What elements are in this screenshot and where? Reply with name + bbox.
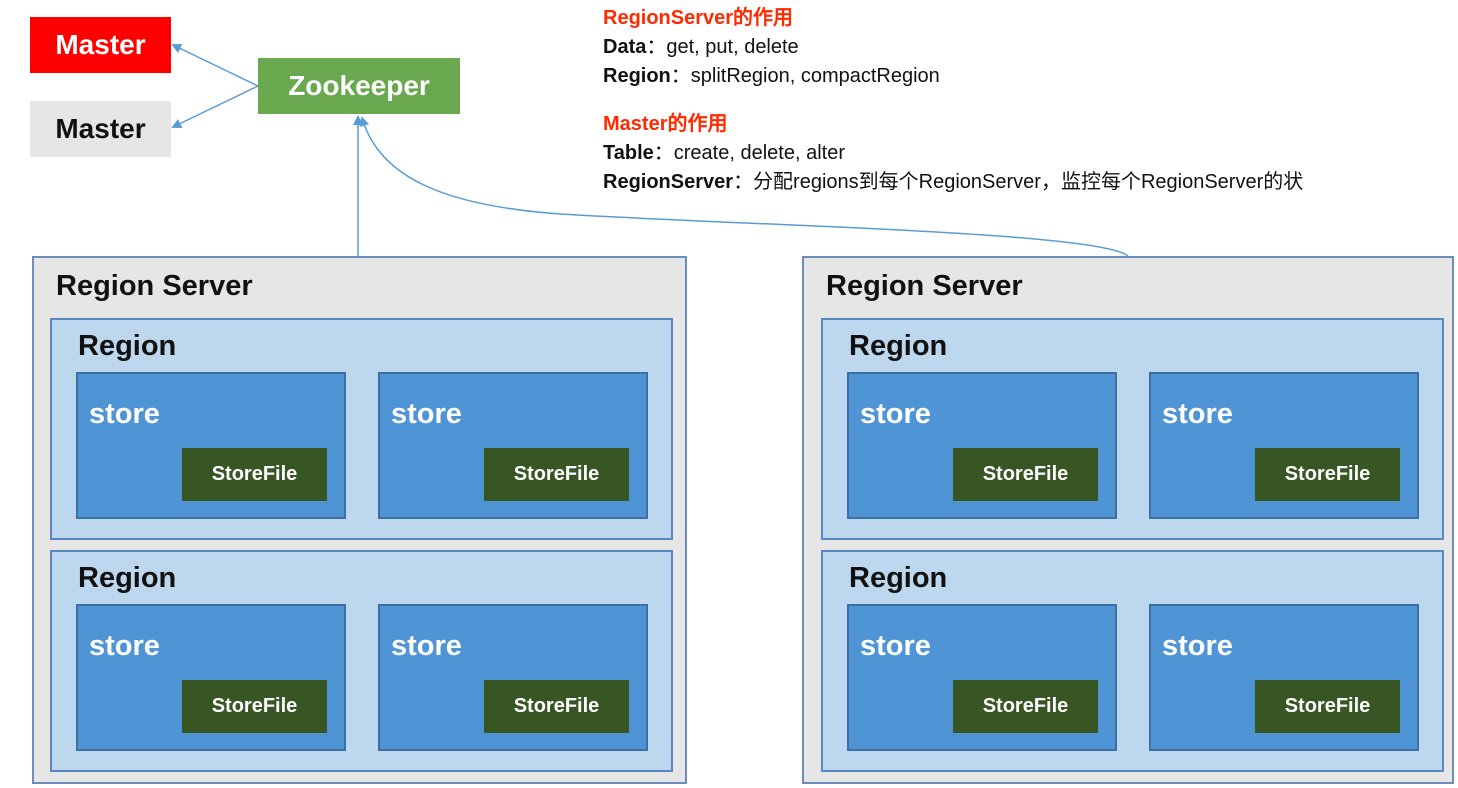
region-box: Region store StoreFile store StoreFile xyxy=(821,550,1444,772)
region-box: Region store StoreFile store StoreFile xyxy=(50,550,673,772)
storefile-box: StoreFile xyxy=(182,448,327,501)
store-title: store xyxy=(391,630,462,662)
note-region-line: Region：splitRegion, compactRegion xyxy=(603,65,940,87)
region-server-1: Region Server Region store StoreFile sto… xyxy=(32,256,687,784)
store-box: store StoreFile xyxy=(76,604,346,751)
master-active-label: Master xyxy=(55,29,146,60)
zookeeper-label: Zookeeper xyxy=(288,70,430,101)
zookeeper-box: Zookeeper xyxy=(258,58,460,114)
store-title: store xyxy=(1162,630,1233,662)
storefile-box: StoreFile xyxy=(953,680,1098,733)
store-box: store StoreFile xyxy=(1149,604,1419,751)
region-box: Region store StoreFile store StoreFile xyxy=(821,318,1444,540)
storefile-box: StoreFile xyxy=(953,448,1098,501)
region-server-title: Region Server xyxy=(826,270,1023,302)
region-server-title: Region Server xyxy=(56,270,253,302)
zookeeper-to-standby-master-arrow xyxy=(171,85,259,129)
note-table-line: Table：create, delete, alter xyxy=(603,142,845,164)
region-title: Region xyxy=(849,330,948,362)
region-title: Region xyxy=(78,330,177,362)
region-title: Region xyxy=(849,562,948,594)
storefile-box: StoreFile xyxy=(182,680,327,733)
zookeeper-to-active-master-arrow xyxy=(171,43,259,87)
region-title: Region xyxy=(78,562,177,594)
storefile-box: StoreFile xyxy=(484,680,629,733)
store-box: store StoreFile xyxy=(378,372,648,519)
store-title: store xyxy=(89,398,160,430)
master-role-heading: Master的作用 xyxy=(603,113,728,135)
storefile-box: StoreFile xyxy=(484,448,629,501)
store-title: store xyxy=(1162,398,1233,430)
master-active-box: Master xyxy=(30,17,171,73)
store-box: store StoreFile xyxy=(1149,372,1419,519)
roles-notes: RegionServer的作用 Data：get, put, delete Re… xyxy=(603,4,1303,197)
region-box: Region store StoreFile store StoreFile xyxy=(50,318,673,540)
storefile-box: StoreFile xyxy=(1255,680,1400,733)
store-title: store xyxy=(860,398,931,430)
master-standby-label: Master xyxy=(55,113,146,144)
store-box: store StoreFile xyxy=(847,604,1117,751)
store-box: store StoreFile xyxy=(76,372,346,519)
region-server-2: Region Server Region store StoreFile sto… xyxy=(802,256,1454,784)
note-regionserver-line: RegionServer：分配regions到每个RegionServer，监控… xyxy=(603,171,1304,193)
note-data-line: Data：get, put, delete xyxy=(603,36,799,58)
master-standby-box: Master xyxy=(30,101,171,157)
store-box: store StoreFile xyxy=(847,372,1117,519)
server2-to-zookeeper-arrow xyxy=(359,116,1129,257)
store-title: store xyxy=(860,630,931,662)
store-title: store xyxy=(391,398,462,430)
store-title: store xyxy=(89,630,160,662)
regionserver-role-heading: RegionServer的作用 xyxy=(603,7,794,29)
store-box: store StoreFile xyxy=(378,604,648,751)
storefile-box: StoreFile xyxy=(1255,448,1400,501)
